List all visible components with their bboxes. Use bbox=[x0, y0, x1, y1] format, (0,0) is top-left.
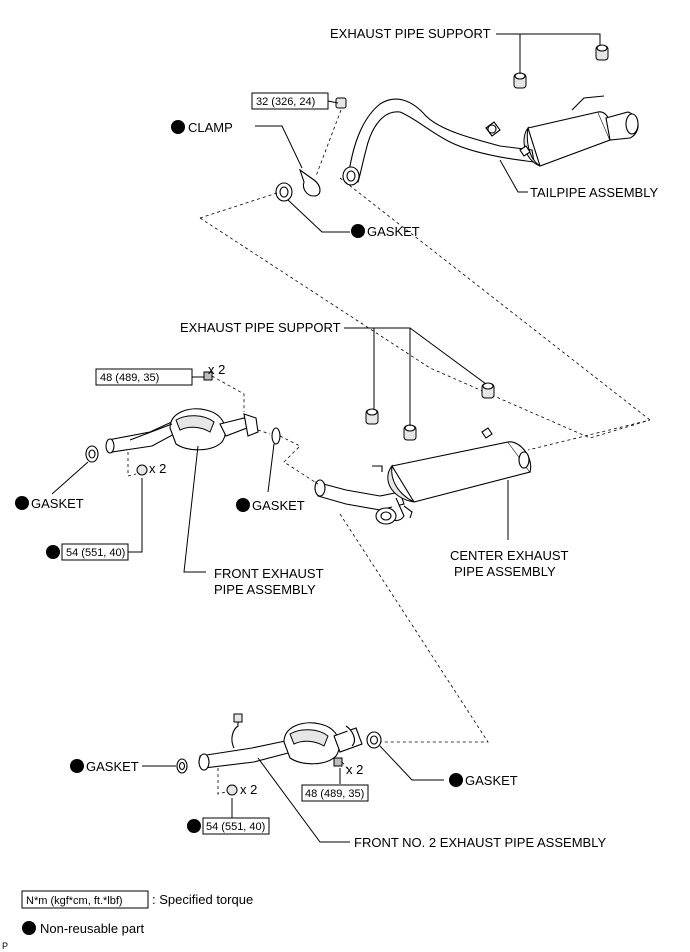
qty-front-bolt: x 2 bbox=[208, 362, 225, 377]
nonreusable-mark-clamp bbox=[171, 120, 185, 134]
label-front-exhaust-line1: FRONT EXHAUST bbox=[214, 566, 324, 581]
dash-gasket-center-b bbox=[279, 435, 319, 485]
leader-gasket-left bbox=[51, 461, 89, 495]
tailpipe-assembly-drawing bbox=[342, 95, 639, 186]
gasket-center-drawing bbox=[271, 427, 281, 445]
label-gasket-center: GASKET bbox=[252, 498, 305, 513]
exhaust-pipe-support-mid-drawing bbox=[365, 382, 495, 441]
torque-box-front-nut bbox=[61, 543, 129, 561]
gasket-bottom-right-drawing bbox=[366, 731, 382, 749]
center-exhaust-pipe-assembly-drawing bbox=[314, 427, 532, 525]
label-tailpipe-assembly: TAILPIPE ASSEMBLY bbox=[530, 185, 658, 200]
nonreusable-mark-gasket-center bbox=[236, 498, 250, 512]
leader-support-mid-a bbox=[344, 327, 375, 410]
nonreusable-mark-gasket-bottom-left bbox=[70, 759, 84, 773]
leader-clamp bbox=[255, 125, 303, 169]
torque-box-no2-bolt bbox=[301, 784, 369, 802]
label-gasket-bottom-left: GASKET bbox=[86, 759, 139, 774]
legend-torque-unit: N*m (kgf*cm, ft.*lbf) bbox=[26, 895, 123, 907]
clamp-drawing bbox=[298, 97, 347, 197]
qty-no2-bolt: x 2 bbox=[346, 762, 363, 777]
label-exhaust-pipe-support-top: EXHAUST PIPE SUPPORT bbox=[330, 26, 491, 41]
qty-no2-nut: x 2 bbox=[240, 782, 257, 797]
leader-support-mid-c bbox=[409, 327, 487, 385]
leader-gasket-bottom-right bbox=[379, 745, 444, 781]
nut-front-pipe bbox=[136, 464, 148, 476]
leader-gasket-center bbox=[267, 443, 275, 493]
dash-right-outline bbox=[339, 177, 651, 421]
dash-big-outline bbox=[199, 217, 651, 451]
torque-box-clamp bbox=[251, 92, 329, 110]
label-center-exhaust-line1: CENTER EXHAUST bbox=[450, 548, 569, 563]
leader-support-top-b bbox=[520, 33, 601, 46]
leader-front-pipe bbox=[183, 445, 206, 573]
leader-support-top-a bbox=[496, 33, 521, 74]
front-no2-exhaust-pipe-assembly-drawing bbox=[198, 713, 363, 771]
label-front-no2-exhaust: FRONT NO. 2 EXHAUST PIPE ASSEMBLY bbox=[354, 835, 606, 850]
label-clamp: CLAMP bbox=[188, 120, 233, 135]
gasket-bottom-left-drawing bbox=[176, 758, 188, 774]
legend-torque-box bbox=[21, 890, 149, 909]
dash-nut-no2 bbox=[217, 768, 227, 795]
nonreusable-mark-no2-nut bbox=[187, 819, 201, 833]
label-gasket-left: GASKET bbox=[31, 496, 84, 511]
label-front-exhaust-line2: PIPE ASSEMBLY bbox=[214, 582, 316, 597]
legend-nonreusable-desc: Non-reusable part bbox=[40, 921, 144, 936]
leader-tailpipe bbox=[499, 159, 528, 193]
corner-mark: P bbox=[2, 941, 8, 951]
bolt-front-no2 bbox=[333, 757, 343, 767]
label-center-exhaust-line2: PIPE ASSEMBLY bbox=[454, 564, 556, 579]
leader-gasket-top bbox=[287, 199, 350, 233]
nonreusable-mark-gasket-bottom-right bbox=[449, 773, 463, 787]
label-exhaust-pipe-support-mid: EXHAUST PIPE SUPPORT bbox=[180, 320, 341, 335]
torque-no2-nut: 54 (551, 40) bbox=[206, 821, 265, 833]
gasket-top-drawing bbox=[275, 182, 293, 202]
leader-support-mid-b bbox=[374, 327, 411, 426]
dash-gasket-center-a bbox=[257, 429, 271, 435]
qty-front-nut: x 2 bbox=[149, 461, 166, 476]
front-exhaust-pipe-assembly-drawing bbox=[105, 408, 259, 454]
label-gasket-top: GASKET bbox=[367, 224, 420, 239]
dash-nut-front bbox=[127, 452, 137, 477]
nonreusable-mark-front-nut bbox=[46, 545, 60, 559]
nonreusable-mark-gasket-top bbox=[351, 224, 365, 238]
leader-torque-clamp bbox=[327, 100, 339, 104]
leader-torque-front-nut bbox=[128, 478, 143, 553]
dash-bolt-front bbox=[211, 375, 245, 412]
torque-front-nut: 54 (551, 40) bbox=[66, 547, 125, 559]
exhaust-pipe-support-top-drawing bbox=[513, 44, 609, 89]
dash-top-left bbox=[199, 191, 281, 219]
label-gasket-bottom-right: GASKET bbox=[465, 773, 518, 788]
legend-torque-desc: : Specified torque bbox=[152, 892, 253, 907]
nut-front-no2 bbox=[226, 784, 238, 796]
gasket-left-drawing bbox=[85, 445, 99, 463]
dash-bolt-no2 bbox=[341, 761, 353, 775]
torque-no2-bolt: 48 (489, 35) bbox=[305, 788, 364, 800]
nonreusable-mark-gasket-left bbox=[15, 496, 29, 510]
leader-front-no2 bbox=[257, 757, 350, 843]
torque-clamp: 32 (326, 24) bbox=[256, 96, 315, 108]
torque-front-bolt: 48 (489, 35) bbox=[100, 372, 159, 384]
dash-lower-outline bbox=[339, 513, 489, 743]
legend-nonreusable-dot bbox=[22, 921, 36, 935]
torque-box-front-bolt bbox=[95, 368, 193, 386]
torque-box-no2-nut bbox=[202, 817, 270, 835]
